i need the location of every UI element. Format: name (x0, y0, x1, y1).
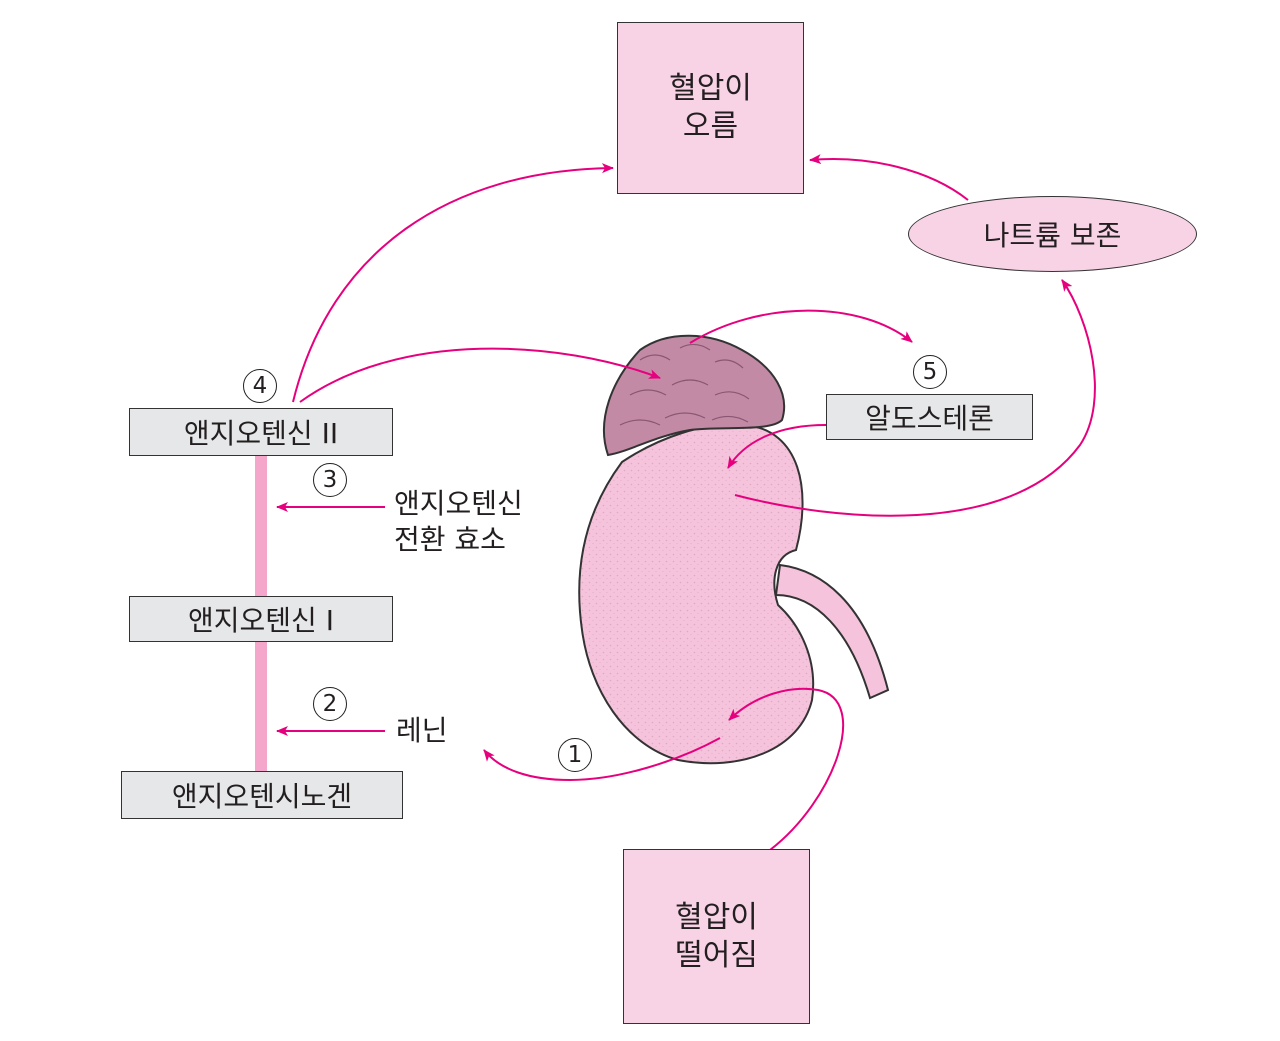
bp-drop-box: 혈압이 떨어짐 (623, 849, 810, 1024)
step-4-marker: 4 (243, 369, 277, 403)
arrow-adrenal-to-aldosterone (690, 311, 912, 343)
arrow-ang2-to-adrenal (300, 349, 660, 402)
step-3-marker: 3 (313, 463, 347, 497)
angiotensin-1-box: 앤지오텐신 I (129, 596, 393, 642)
angiotensin-2-box: 앤지오텐신 II (129, 408, 393, 456)
ace-label: 앤지오텐신 전환 효소 (394, 486, 523, 558)
aldosterone-label: 알도스테론 (865, 397, 994, 437)
step-5-marker: 5 (913, 355, 947, 389)
bp-rise-box: 혈압이 오름 (617, 22, 804, 194)
angiotensin-2-label: 앤지오텐신 II (184, 412, 338, 452)
angiotensinogen-box: 앤지오텐시노겐 (121, 771, 403, 819)
arrow-sodium-to-bp (810, 159, 968, 200)
angiotensinogen-label: 앤지오텐시노겐 (172, 775, 352, 815)
arrow-ang2-to-bp (293, 168, 613, 402)
step-1-marker: 1 (558, 738, 592, 772)
sodium-retention-label: 나트륨 보존 (984, 214, 1122, 254)
bp-drop-label: 혈압이 떨어짐 (675, 899, 758, 975)
step-2-marker: 2 (313, 687, 347, 721)
bp-rise-label: 혈압이 오름 (669, 70, 752, 146)
sodium-retention-oval: 나트륨 보존 (908, 196, 1197, 272)
renin-label: 레닌 (396, 713, 448, 749)
angiotensin-1-label: 앤지오텐신 I (188, 599, 334, 639)
aldosterone-box: 알도스테론 (826, 394, 1033, 440)
